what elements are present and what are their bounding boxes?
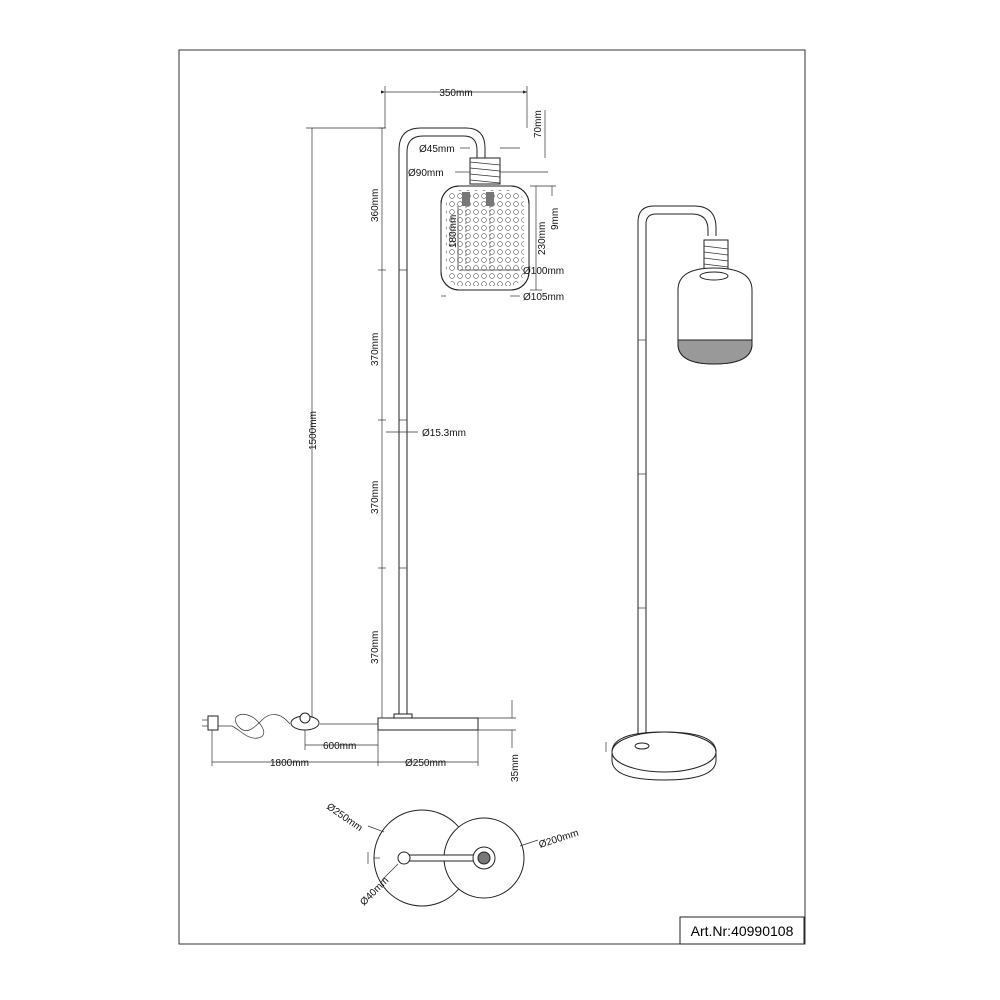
dim-arm-width: 350mm — [439, 88, 472, 99]
cable — [214, 714, 378, 739]
dim-shade-top-diameter: Ø90mm — [408, 168, 444, 179]
dim-top-height: 70mm — [533, 110, 544, 138]
plug — [207, 715, 219, 731]
dim-rod-diameter: Ø15.3mm — [422, 428, 466, 439]
dim-rod-section-3: 370mm — [370, 631, 381, 664]
dim-inner-height: 180mm — [448, 215, 459, 248]
top-view: Ø250mm Ø200mm Ø40mm — [324, 801, 580, 908]
article-number-box: Art.Nr:40990108 — [679, 916, 805, 945]
perspective-view — [605, 205, 753, 781]
base — [377, 717, 479, 731]
dim-rod-section-2: 370mm — [370, 481, 381, 514]
dim-top-base-diameter: Ø250mm — [324, 801, 364, 834]
dim-rod-section-1: 370mm — [370, 333, 381, 366]
dim-rim-height: 9mm — [550, 208, 561, 230]
dim-cable-length: 1800mm — [270, 758, 309, 769]
dim-shade-outer-diameter: Ø105mm — [523, 292, 564, 303]
lamp-rod-inner — [406, 135, 478, 718]
article-number: Art.Nr:40990108 — [691, 923, 794, 939]
dim-shade-section-height: 360mm — [370, 189, 381, 222]
dim-base-height: 35mm — [510, 754, 521, 782]
dim-socket-diameter: Ø45mm — [419, 144, 455, 155]
dim-switch-distance: 600mm — [323, 741, 356, 752]
dim-top-rod-diameter: Ø40mm — [358, 875, 391, 908]
dim-shade-inner-diameter: Ø100mm — [523, 266, 564, 277]
dim-total-height: 1500mm — [308, 411, 319, 450]
lamp-rod — [398, 127, 486, 718]
perspective-base — [611, 731, 717, 781]
dim-shade-height: 230mm — [537, 222, 548, 255]
dim-top-base-inner-diameter: Ø200mm — [538, 828, 581, 851]
dim-base-diameter: Ø250mm — [405, 758, 446, 769]
sheet-border — [178, 49, 806, 945]
front-view: 350mm 70mm Ø45mm Ø90mm 360mm 180mm 230mm… — [202, 86, 564, 782]
